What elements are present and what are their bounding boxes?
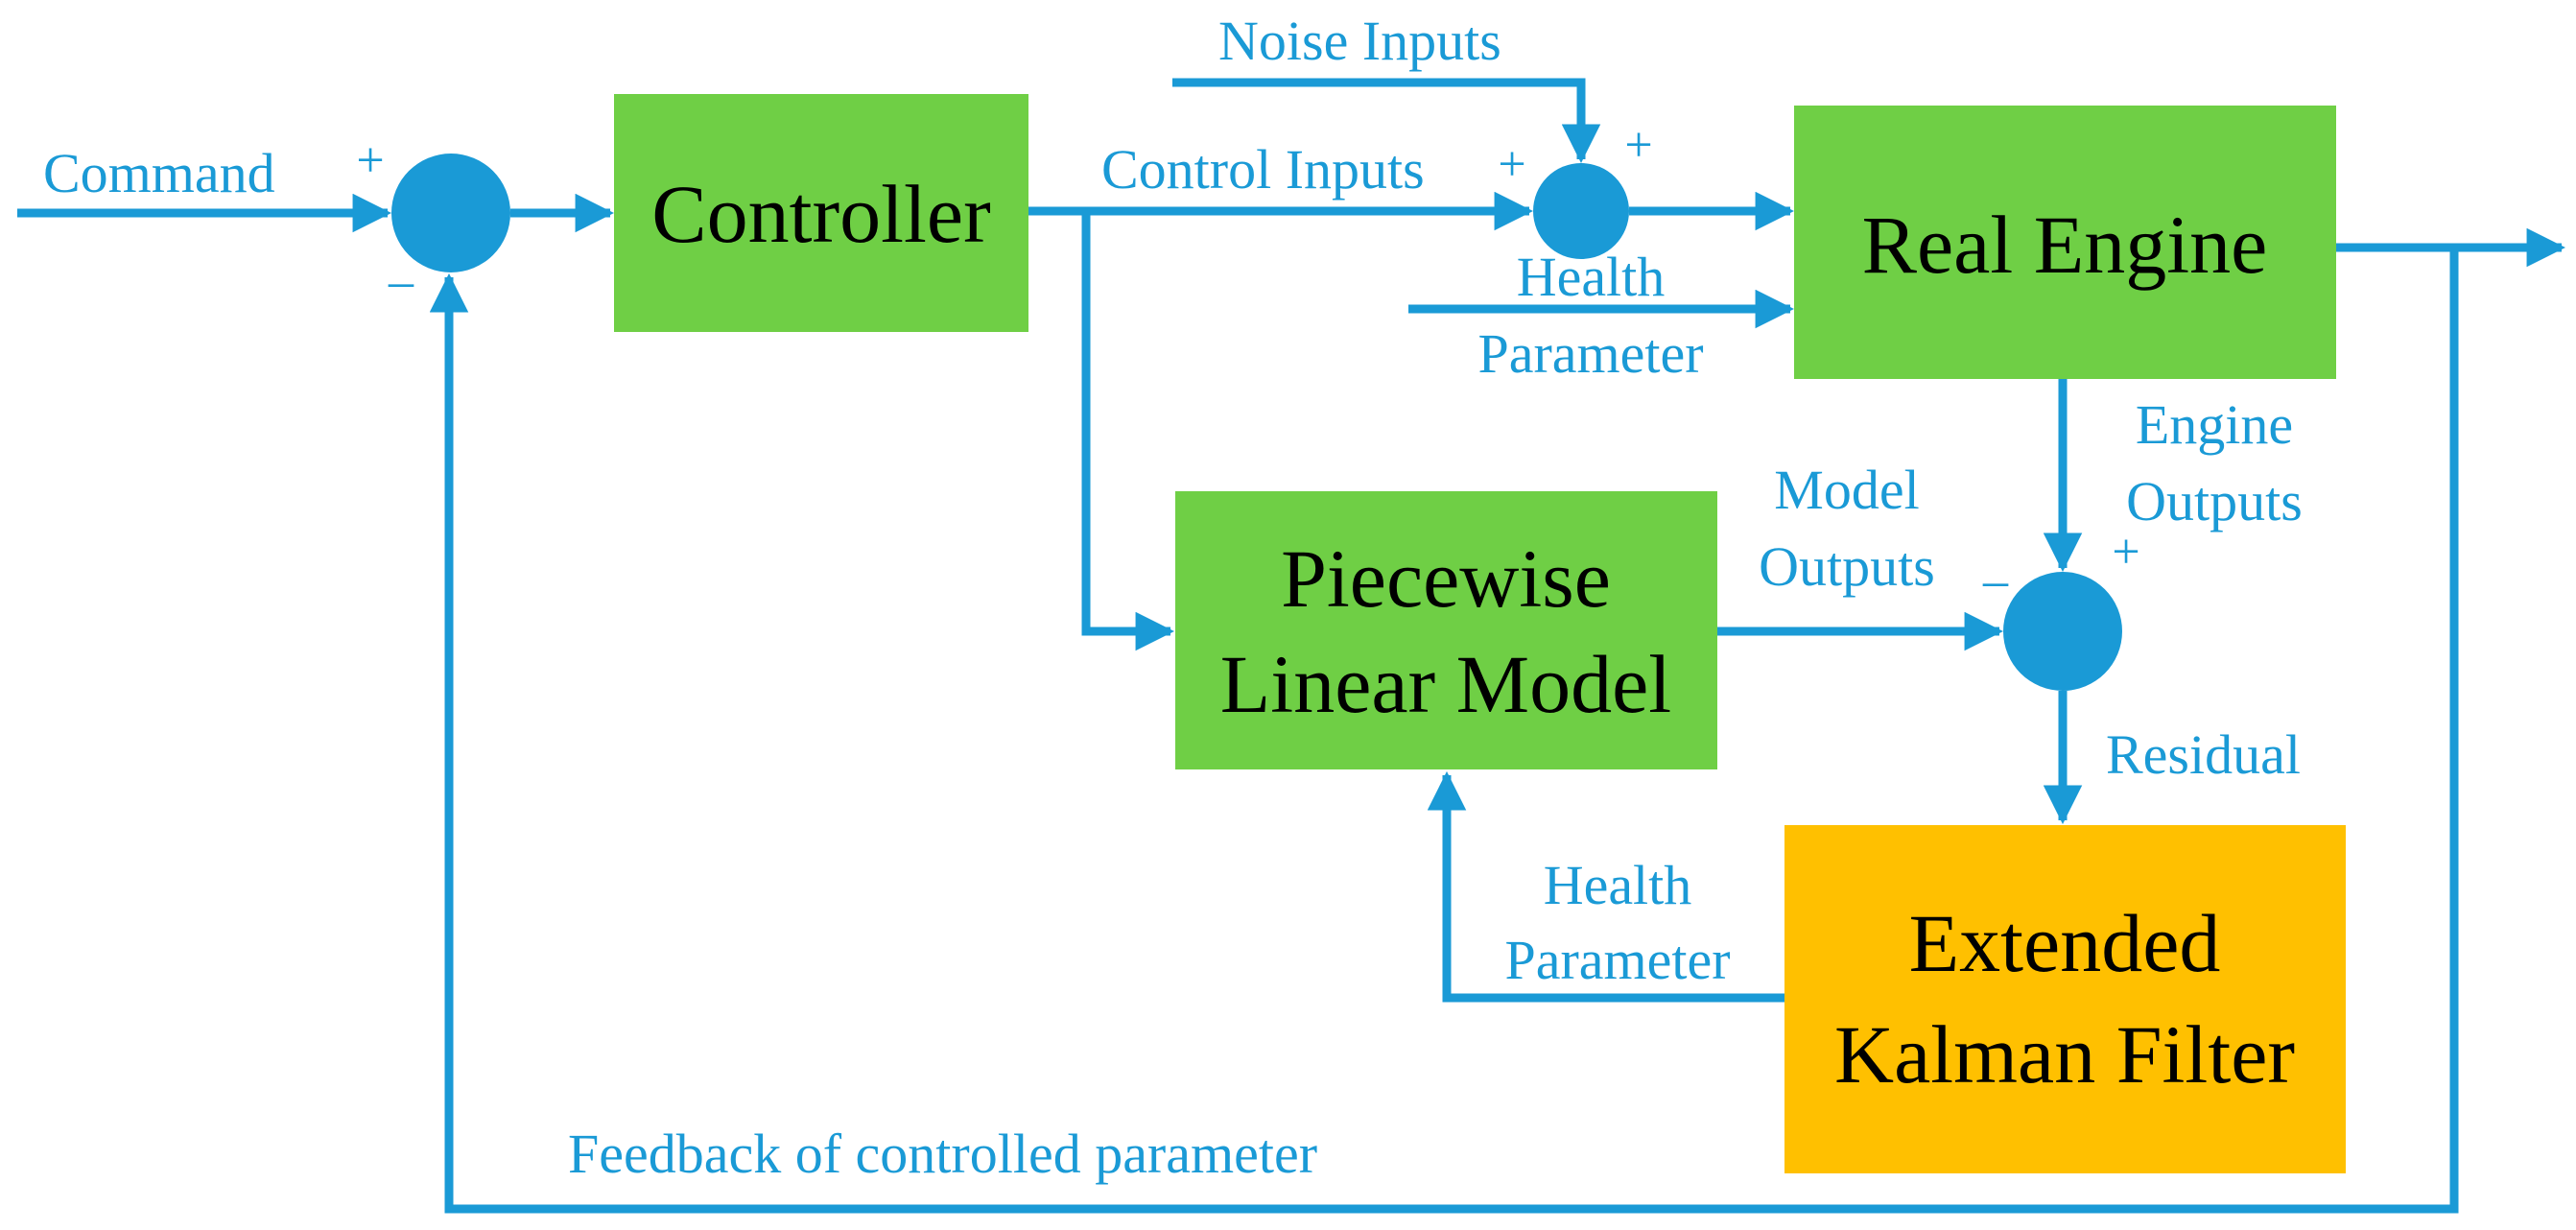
engine-outputs-label-line1: Engine bbox=[2136, 393, 2293, 456]
control-inputs-label: Control Inputs bbox=[1101, 138, 1425, 201]
noise-inputs-label: Noise Inputs bbox=[1218, 10, 1501, 72]
linear-model-block bbox=[1175, 491, 1717, 769]
linear-model-label-line1: Piecewise bbox=[1281, 532, 1611, 625]
control-plus-sign: + bbox=[1498, 137, 1525, 192]
summing-junction-residual bbox=[2003, 572, 2122, 691]
health-parameter-bottom-label-line1: Health bbox=[1544, 854, 1692, 916]
linear-model-label-line2: Linear Model bbox=[1220, 638, 1671, 730]
summing-junction-command bbox=[391, 154, 510, 272]
residual-label: Residual bbox=[2106, 723, 2301, 786]
noise-inputs-arrow bbox=[1172, 78, 1601, 164]
command-minus-sign: – bbox=[388, 254, 414, 309]
controller-label: Controller bbox=[651, 168, 991, 260]
health-parameter-top-label-line1: Health bbox=[1517, 246, 1666, 308]
command-plus-sign: + bbox=[356, 133, 384, 188]
engine-plus-sign: + bbox=[2112, 525, 2139, 580]
kalman-filter-block bbox=[1784, 825, 2346, 1173]
controller-block bbox=[614, 94, 1028, 332]
model-minus-sign: – bbox=[1982, 554, 2009, 608]
engine-outputs-label-line2: Outputs bbox=[2126, 470, 2303, 532]
model-outputs-label-line1: Model bbox=[1774, 459, 1919, 521]
health-parameter-bottom-label-line2: Parameter bbox=[1504, 929, 1730, 991]
feedback-label: Feedback of controlled parameter bbox=[568, 1123, 1317, 1185]
kalman-filter-label-line1: Extended bbox=[1909, 897, 2221, 989]
branch-to-model-arrow bbox=[1081, 211, 1175, 651]
health-parameter-feedback-arrow bbox=[1427, 770, 1784, 1003]
health-parameter-top-label-line2: Parameter bbox=[1477, 322, 1703, 385]
command-label: Command bbox=[43, 142, 275, 204]
real-engine-label: Real Engine bbox=[1862, 199, 2268, 291]
kalman-filter-label-line2: Kalman Filter bbox=[1834, 1008, 2295, 1100]
summing-junction-noise bbox=[1533, 163, 1629, 259]
noise-plus-sign: + bbox=[1624, 118, 1652, 173]
real-engine-block bbox=[1794, 106, 2336, 379]
model-outputs-label-line2: Outputs bbox=[1759, 535, 1935, 598]
feedback-loop-arrow bbox=[429, 248, 2459, 1214]
